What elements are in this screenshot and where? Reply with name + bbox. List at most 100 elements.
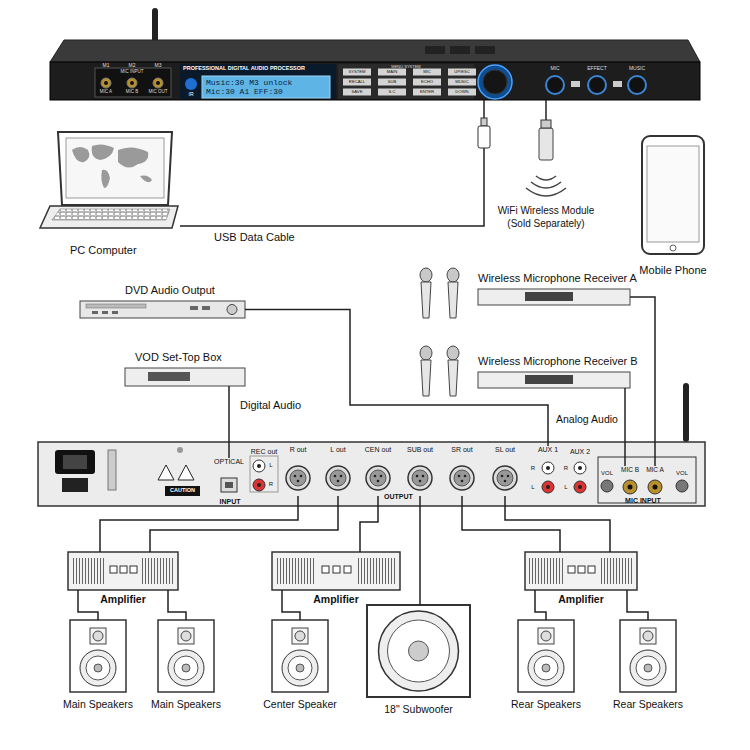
front-panel bbox=[413, 79, 441, 86]
panel-label: SAVE bbox=[352, 90, 363, 94]
front-panel bbox=[413, 69, 441, 76]
wifi-dongle bbox=[526, 128, 566, 196]
front-panel bbox=[130, 81, 134, 85]
panel-label: MAIN bbox=[387, 70, 397, 74]
rear-panel bbox=[225, 482, 233, 488]
front-panel bbox=[378, 79, 406, 86]
speaker: Rear Speakers bbox=[620, 620, 676, 692]
front-panel bbox=[628, 76, 646, 94]
panel-label: M3 bbox=[155, 63, 162, 68]
optical-jack: OPTICAL bbox=[212, 458, 246, 496]
xlr-output: CEN out bbox=[357, 446, 399, 496]
node-label: Mobile Phone bbox=[639, 264, 706, 277]
set-top-box bbox=[125, 368, 245, 386]
rear-panel bbox=[628, 485, 633, 490]
set-top-box bbox=[148, 372, 190, 381]
amplifier bbox=[322, 566, 329, 573]
set-top-box: VOD Set-Top Box bbox=[125, 368, 245, 386]
xlr-output: SUB out bbox=[399, 446, 441, 496]
panel-label: MIC bbox=[550, 66, 559, 71]
wifi-plug bbox=[541, 120, 551, 128]
amplifier bbox=[272, 552, 400, 590]
panel-label: MUSIC bbox=[455, 80, 469, 84]
front-panel bbox=[185, 78, 197, 90]
speaker bbox=[158, 620, 214, 692]
cable-connector bbox=[360, 496, 378, 552]
node-label: PC Computer bbox=[70, 244, 137, 257]
front-panel bbox=[571, 81, 580, 87]
cable-connector bbox=[462, 496, 560, 552]
rear-panel bbox=[326, 466, 350, 490]
panel-label: MIC INPUT bbox=[121, 70, 144, 75]
cable-connector bbox=[419, 496, 421, 605]
microphone bbox=[420, 268, 432, 318]
speaker bbox=[272, 620, 328, 692]
cable-connector bbox=[100, 496, 298, 552]
front-panel bbox=[448, 79, 476, 86]
panel-label: INPUT bbox=[220, 498, 241, 505]
node-label: OUTPUT bbox=[384, 493, 413, 501]
node-label: Wireless Microphone Receiver A bbox=[478, 272, 637, 285]
amplifier bbox=[599, 558, 633, 584]
laptop bbox=[58, 132, 172, 205]
amplifier bbox=[68, 552, 637, 590]
rear-panel bbox=[574, 481, 586, 493]
node-label: DVD Audio Output bbox=[125, 284, 215, 297]
node-label: CEN out bbox=[365, 446, 391, 454]
node-label: Rear Speakers bbox=[613, 698, 683, 710]
mobile-phone bbox=[642, 136, 704, 254]
mic-receiver: Wireless Microphone Receiver A bbox=[478, 289, 630, 305]
node-label: Amplifier bbox=[558, 593, 604, 605]
xlr-output: L out bbox=[317, 446, 359, 496]
rear-panel bbox=[648, 480, 662, 494]
amplifier bbox=[578, 566, 585, 573]
node-label: L out bbox=[330, 446, 345, 454]
cable-connector bbox=[180, 100, 484, 226]
rear-panel bbox=[598, 457, 696, 503]
front-panel bbox=[450, 46, 470, 54]
panel-label: S.C bbox=[389, 90, 396, 94]
set-top-box bbox=[125, 368, 245, 386]
mobile-phone bbox=[670, 245, 676, 251]
rear-panel bbox=[542, 481, 554, 493]
front-panel bbox=[378, 69, 406, 76]
amplifier bbox=[333, 566, 340, 573]
mic-receiver: Wireless Microphone Receiver B bbox=[478, 372, 630, 388]
panel-label: R bbox=[269, 481, 273, 487]
panel-label: CAUTION bbox=[170, 488, 195, 494]
cable-label: Digital Audio bbox=[238, 400, 303, 411]
front-panel bbox=[413, 89, 441, 96]
front-panel bbox=[378, 89, 406, 96]
node-label: PROFESSIONAL DIGITAL AUDIO PROCESSOR bbox=[183, 65, 305, 71]
front-panel bbox=[546, 76, 564, 94]
amplifier bbox=[130, 566, 137, 573]
rear-panel bbox=[250, 456, 278, 492]
front-panel bbox=[101, 78, 111, 88]
node-label: 18" Subwoofer bbox=[384, 703, 453, 715]
front-panel bbox=[343, 69, 476, 96]
laptop bbox=[66, 138, 164, 198]
xlr-output: SL out bbox=[484, 446, 526, 496]
node-label: Amplifier bbox=[313, 593, 359, 605]
mobile-phone bbox=[647, 146, 699, 242]
panel-label: IR bbox=[189, 92, 194, 97]
amplifier bbox=[110, 566, 117, 573]
laptop bbox=[72, 144, 152, 188]
rear-panel bbox=[408, 466, 432, 490]
panel-label: R bbox=[564, 465, 568, 471]
front-panel bbox=[343, 69, 371, 76]
mic-receiver bbox=[478, 289, 630, 388]
microphone bbox=[420, 346, 432, 396]
wifi-module: WiFi Wireless Module (Sold Separately) bbox=[539, 128, 553, 160]
cable-connector bbox=[168, 590, 186, 620]
microphone bbox=[447, 346, 459, 396]
mic-jack: MIC A bbox=[644, 466, 666, 496]
pc-computer: PC Computer bbox=[40, 130, 180, 228]
front-panel bbox=[588, 76, 606, 94]
front-panel bbox=[343, 79, 371, 86]
front-panel bbox=[343, 89, 371, 96]
panel-label: ECHO bbox=[421, 80, 433, 84]
front-panel bbox=[50, 40, 700, 62]
rear-panel bbox=[38, 383, 705, 506]
